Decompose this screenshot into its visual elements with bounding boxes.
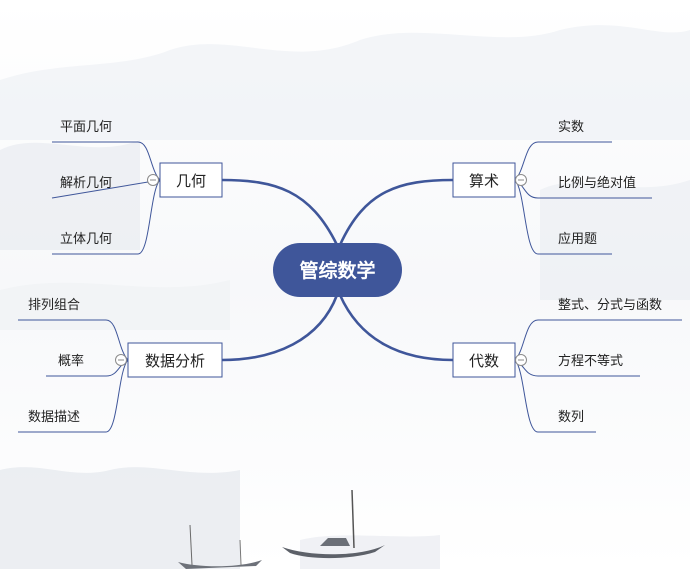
minus-circle-icon[interactable] [115,354,127,366]
leaf-node-equations-inequalities[interactable]: 方程不等式 [558,353,623,369]
leaf-node-probability[interactable]: 概率 [58,353,84,369]
branch-node-arithmetic[interactable]: 算术 [452,162,516,198]
leaf-node-solid-geometry[interactable]: 立体几何 [60,231,112,247]
leaf-node-polynomial-function[interactable]: 整式、分式与函数 [558,298,662,313]
leaf-node-plane-geometry[interactable]: 平面几何 [60,119,112,135]
center-node-label: 管综数学 [299,259,375,282]
minus-circle-icon[interactable] [515,174,527,186]
leaf-node-permutation[interactable]: 排列组合 [28,298,80,313]
branch-label-geometry: 几何 [176,172,206,190]
branch-label-algebra: 代数 [469,352,499,370]
leaf-node-ratio-absolute[interactable]: 比例与绝对值 [558,175,636,191]
center-node[interactable]: 管综数学 [273,243,402,297]
branch-label-arithmetic: 算术 [469,172,499,190]
branch-node-data-analysis[interactable]: 数据分析 [127,342,223,378]
trunk-edge-arithmetic [338,178,454,246]
leaf-edge-analytic-geometry [51,179,161,199]
trunk-edge-data-analysis [221,294,339,362]
leaf-edge-solid-geometry [52,179,161,255]
trunk-edge-geometry [221,178,339,246]
leaf-node-analytic-geometry[interactable]: 解析几何 [60,175,112,191]
leaf-edge-data-description [18,359,129,433]
minus-circle-icon[interactable] [515,354,527,366]
leaf-node-real-numbers[interactable]: 实数 [558,120,584,135]
leaf-edge-word-problems [514,179,612,255]
leaf-node-data-description[interactable]: 数据描述 [28,410,80,425]
branch-node-algebra[interactable]: 代数 [452,342,516,378]
branch-label-data-analysis: 数据分析 [145,352,205,370]
leaf-edge-sequences [514,359,596,433]
trunk-edge-algebra [338,294,454,362]
branch-node-geometry[interactable]: 几何 [159,162,223,198]
boat-illustration [178,489,385,569]
leaf-node-word-problems[interactable]: 应用题 [558,231,597,247]
leaf-node-sequences[interactable]: 数列 [558,410,584,425]
minus-circle-icon[interactable] [147,174,159,186]
